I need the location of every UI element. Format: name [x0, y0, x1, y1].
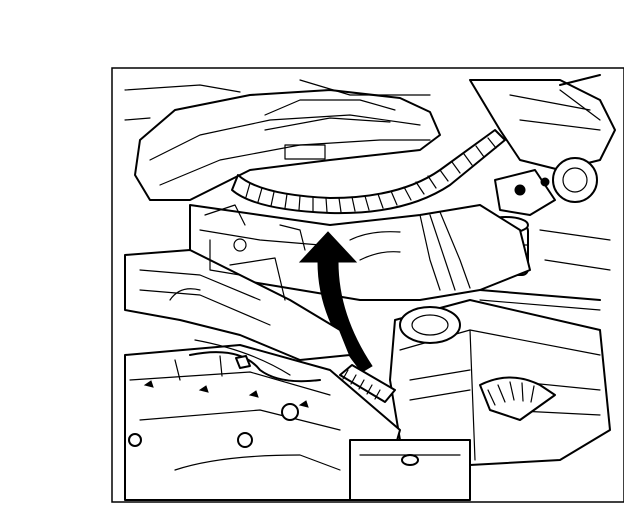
ribbed-hose-lower — [339, 364, 396, 403]
figure-frame — [111, 67, 624, 503]
ribbed-hose-upper — [231, 129, 506, 215]
engine-drawing — [124, 74, 616, 501]
